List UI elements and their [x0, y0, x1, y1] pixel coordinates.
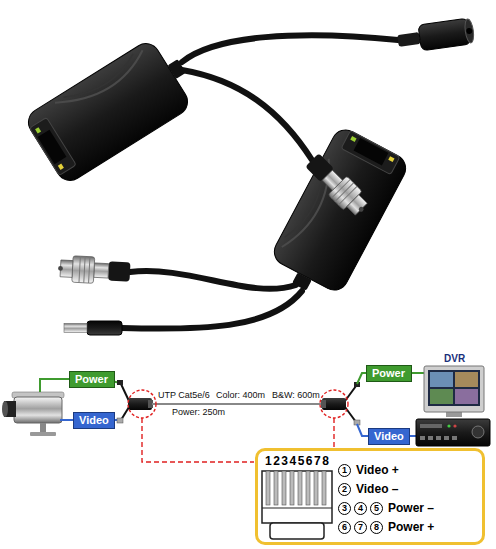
- signal-name: Power: [372, 367, 406, 380]
- callout-number: 3: [338, 502, 351, 515]
- cable: [122, 291, 302, 329]
- pin-function: Power +: [388, 520, 434, 535]
- cable-spec: UTP Cat5e/6: [158, 390, 210, 401]
- pin-function: Video +: [356, 463, 399, 478]
- power-box: Power: [366, 365, 412, 382]
- device-label: DVR: [444, 353, 465, 365]
- signal-name: Power: [75, 373, 109, 386]
- cable: [182, 35, 398, 62]
- callout-number: 8: [370, 521, 383, 534]
- dvr-monitor: [424, 366, 484, 417]
- cable-spec: Color: 400m: [216, 390, 265, 401]
- callout-number: 5: [370, 502, 383, 515]
- balun-unit: [23, 32, 203, 186]
- balun-icon: [321, 382, 360, 425]
- pin-function: Video –: [356, 482, 398, 497]
- callout-circle: [128, 390, 156, 418]
- callout-number: 6: [338, 521, 351, 534]
- cable: [130, 271, 296, 289]
- camera: [2, 392, 64, 436]
- cable-spec: Power: 250m: [172, 407, 225, 418]
- bnc-connector: [57, 255, 130, 285]
- utp-cable: [152, 403, 322, 405]
- rj45-plug: [262, 471, 332, 539]
- leader-line: [142, 418, 254, 462]
- signal-name: Video: [79, 414, 109, 427]
- pin-numbers: 12345678: [265, 454, 330, 469]
- pin-function: Power –: [388, 501, 434, 516]
- callout-circle: [320, 390, 348, 418]
- callout-number: 2: [338, 483, 351, 496]
- callout-number: 7: [354, 521, 367, 534]
- video-box: Video: [368, 428, 410, 445]
- callout-number: 4: [354, 502, 367, 515]
- dvr-recorder: [416, 419, 490, 446]
- bnc-connector: [303, 151, 373, 221]
- leader-line: [333, 418, 334, 447]
- power-box: Power: [69, 371, 115, 388]
- dc-plug: [64, 321, 122, 335]
- balun-unit: [264, 125, 411, 306]
- video-box: Video: [73, 412, 115, 429]
- dc-jack: [396, 18, 475, 54]
- cable: [182, 70, 312, 160]
- cable-spec: B&W: 600m: [272, 390, 320, 401]
- callout-number: 1: [338, 464, 351, 477]
- signal-name: Video: [374, 430, 404, 443]
